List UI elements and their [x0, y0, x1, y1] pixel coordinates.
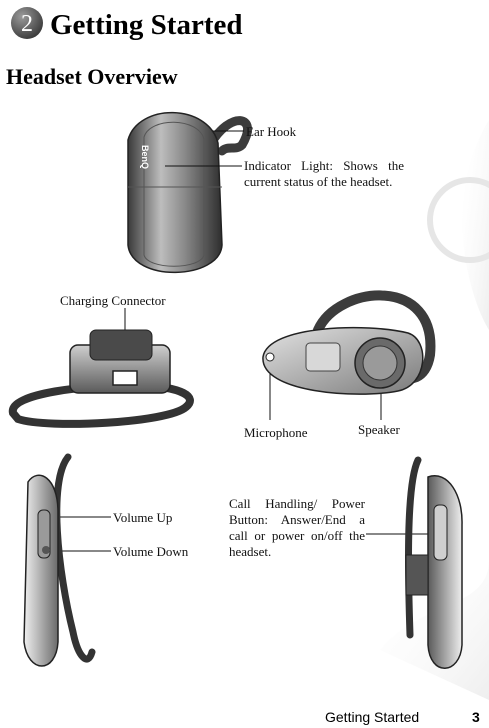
call-handling-label: Call Handling/ Power Button: Answer/End …	[229, 496, 365, 559]
headset-bottom-illustration	[8, 329, 194, 428]
microphone-label: Microphone	[244, 425, 308, 440]
footer-chapter-title: Getting Started	[325, 709, 420, 725]
volume-up-label: Volume Up	[113, 510, 173, 525]
chapter-title: Getting Started	[50, 9, 243, 41]
headset-front-illustration	[127, 111, 252, 274]
headset-back-illustration	[262, 290, 436, 395]
charging-connector-label: Charging Connector	[60, 293, 166, 308]
brand-logo: BenQ	[140, 145, 150, 170]
indicator-light-label: Indicator Light: Shows the current statu…	[244, 158, 404, 189]
speaker-label: Speaker	[358, 422, 400, 437]
volume-down-label: Volume Down	[113, 544, 189, 559]
page-number: 3	[472, 709, 480, 725]
ear-hook-label: Ear Hook	[246, 124, 297, 139]
headset-left-side-illustration	[23, 453, 96, 667]
chapter-number-badge: 2	[11, 7, 43, 39]
headset-right-side-illustration	[404, 456, 463, 669]
chapter-number: 2	[21, 11, 33, 37]
section-title: Headset Overview	[6, 64, 178, 89]
